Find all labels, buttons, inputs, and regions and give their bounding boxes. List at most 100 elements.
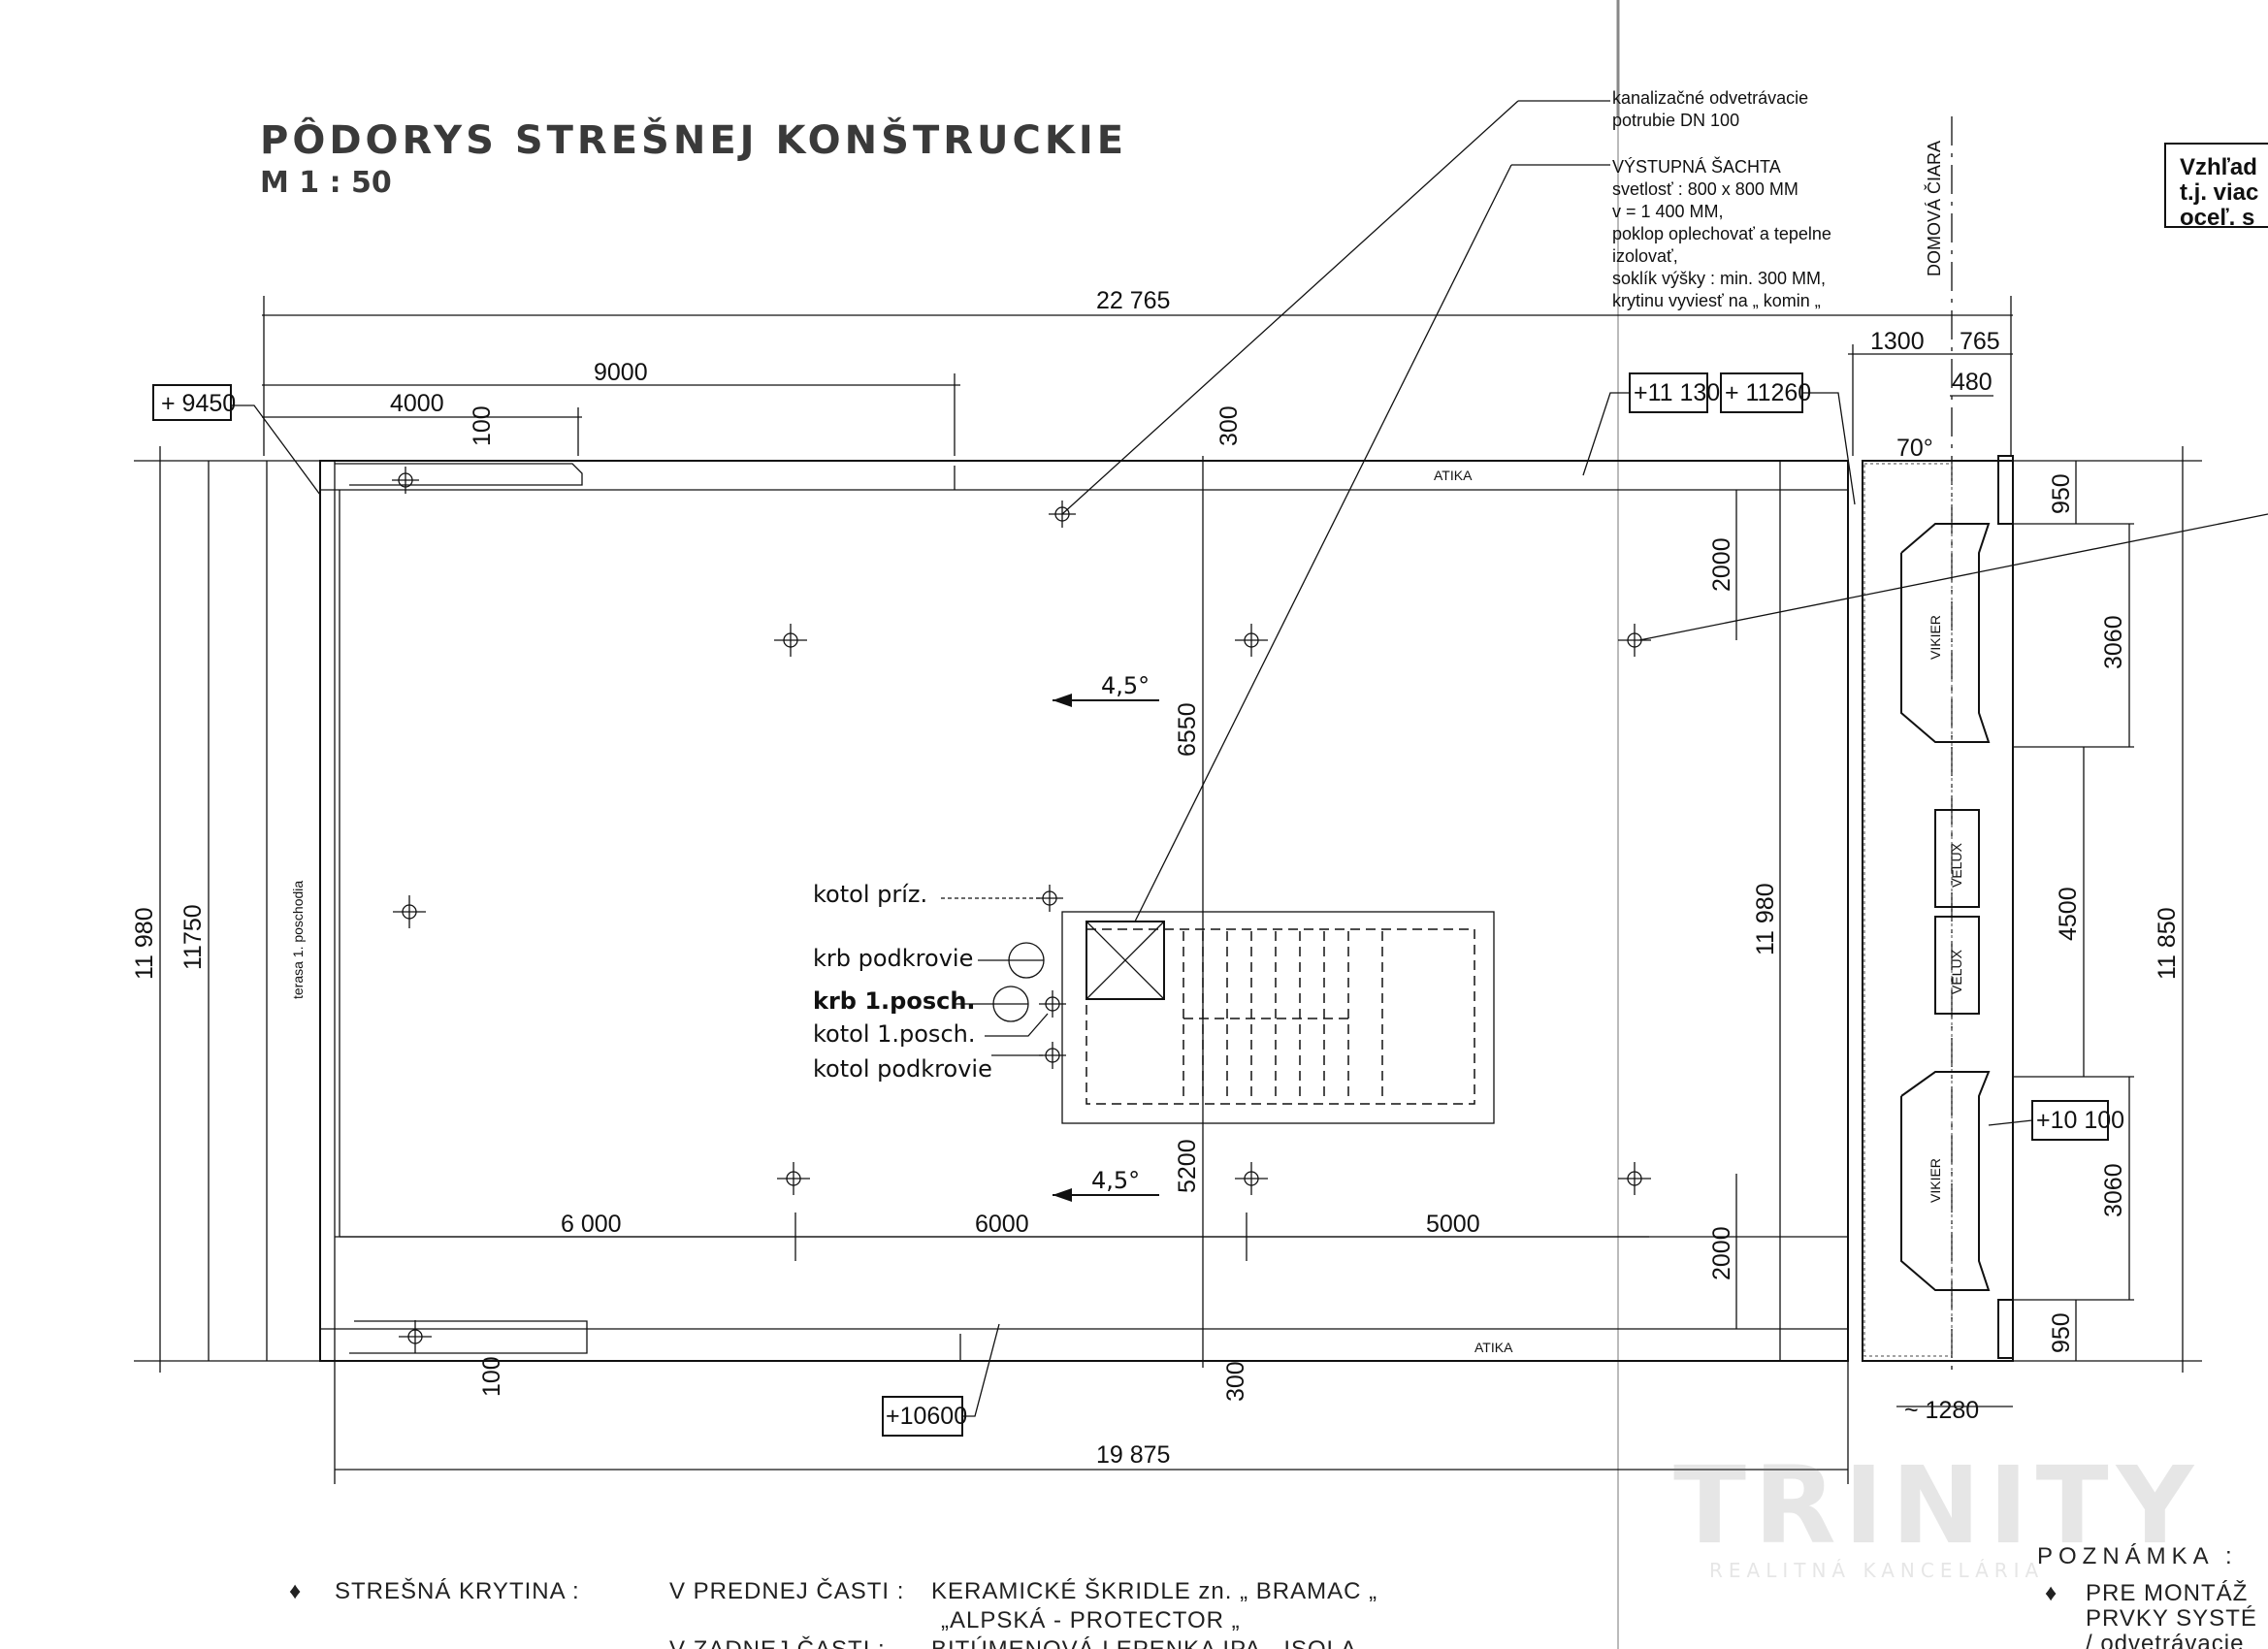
dim-950-top: 950 <box>2048 473 2075 514</box>
level-9450-box <box>152 384 232 421</box>
shaft-text-1: VÝSTUPNÁ ŠACHTA <box>1612 156 1781 177</box>
shaft-text-5: izolovať, <box>1612 246 1678 266</box>
chimney-kotol-priz: kotol príz. <box>813 881 927 908</box>
drawing-scale: M 1 : 50 <box>260 166 392 200</box>
atika-label-top: ATIKA <box>1434 468 1473 483</box>
level-9450: + 9450 <box>161 390 236 417</box>
drain-3 <box>774 624 807 657</box>
level-9450-leader <box>231 404 321 496</box>
dim-5000: 5000 <box>1426 1211 1480 1238</box>
level-11260: + 11260 <box>1725 379 1811 406</box>
chimney-kotol-1posch-symbol <box>1039 990 1066 1018</box>
terrace-label: terasa 1. poschodia <box>290 881 306 999</box>
level-10100: +10 100 <box>2036 1107 2124 1134</box>
dim-100-top: 100 <box>469 405 496 446</box>
velux-window-b <box>1934 916 1980 1015</box>
velux-label-a: VELUX <box>1949 842 1964 888</box>
drain-1 <box>392 467 419 494</box>
exit-shaft-cross-b <box>1085 921 1165 1000</box>
level-11130-leader <box>1582 392 1630 476</box>
dim-4500: 4500 <box>2055 887 2082 941</box>
dim-6000-a: 6 000 <box>561 1211 622 1238</box>
drain-7 <box>777 1162 810 1195</box>
left-dimensions: 11 980 11750 <box>131 446 320 1373</box>
dim-11980-left: 11 980 <box>131 907 158 980</box>
chimney-krb-podkrovie-symbol <box>1008 942 1045 979</box>
dim-11850: 11 850 <box>2154 907 2181 980</box>
dim-6550: 6550 <box>1174 702 1201 757</box>
rear-part-label: V ZADNEJ ČASTI : <box>669 1635 886 1649</box>
dim-100-bottom: 100 <box>478 1356 505 1397</box>
dim-300-bottom: 300 <box>1222 1361 1249 1402</box>
slope-arrow-top-head <box>1053 694 1072 707</box>
level-10100-leader <box>1988 1119 2033 1126</box>
front-part-material-2: „ALPSKÁ - PROTECTOR „ <box>941 1607 1241 1633</box>
shaft-callout: VÝSTUPNÁ ŠACHTA svetlosť : 800 x 800 MM … <box>1134 156 1831 922</box>
chimney-kotol-podkrovie-symbol <box>1039 1042 1066 1069</box>
exit-shaft <box>1085 921 1165 1000</box>
dormer-bottom <box>1900 1071 1991 1291</box>
side-note-3: oceľ. s <box>2180 205 2254 231</box>
right-leader-diag <box>1638 513 2268 641</box>
level-11260-leader <box>1802 392 1856 505</box>
slope-arrow-bottom-head <box>1053 1188 1072 1202</box>
dim-5200: 5200 <box>1174 1139 1201 1193</box>
boundary-label: DOMOVÁ ČIARA <box>1924 141 1944 276</box>
shaft-text-3: v = 1 400 MM, <box>1612 202 1724 221</box>
watermark-brand: TRINITY <box>1673 1443 2201 1568</box>
drain-9 <box>1618 1162 1651 1195</box>
slope-arrow-top: 4,5° <box>1053 672 1159 707</box>
chimney-krb-1posch-symbol <box>992 986 1029 1022</box>
chimney-krb-podkrovie: krb podkrovie <box>813 945 973 972</box>
dim-2000-top: 2000 <box>1708 537 1735 592</box>
chimney-kotol-podkrovie: kotol podkrovie <box>813 1055 992 1083</box>
roof-angle: 70° <box>1896 435 1933 462</box>
chimney-kotol-1posch: kotol 1.posch. <box>813 1020 975 1048</box>
dim-1300: 1300 <box>1870 328 1925 355</box>
vent-pipe-text-1: kanalizačné odvetrávacie <box>1612 88 1808 108</box>
shaft-text-7: krytinu vyviesť na „ komin „ <box>1612 291 1821 310</box>
vent-pipe-text-2: potrubie DN 100 <box>1612 111 1739 130</box>
vent-pipe-callout: kanalizačné odvetrávacie potrubie DN 100 <box>1061 88 1808 515</box>
rear-roof-outline <box>1862 460 2014 1362</box>
poznamka-line-1: PRE MONTÁŽ <box>2086 1580 2248 1606</box>
side-note-1: Vzhľad <box>2180 154 2257 180</box>
drain-8 <box>1235 1162 1268 1195</box>
chimney-legend: kotol príz. krb podkrovie krb 1.posch. k… <box>813 881 1066 1083</box>
dim-11980-mid: 11 980 <box>1752 883 1779 955</box>
poznamka-line-2: PRVKY SYSTÉ <box>2086 1605 2257 1632</box>
stair-inner <box>1085 928 1475 1105</box>
dormer-top <box>1900 523 1991 743</box>
shaft-text-4: poklop oplechovať a tepelne <box>1612 224 1831 243</box>
watermark-sub: REALITNÁ KANCELÁRIA <box>1709 1559 2044 1582</box>
dim-2000-bot: 2000 <box>1708 1226 1735 1280</box>
drain-6 <box>393 895 426 928</box>
shaft-text-2: svetlosť : 800 x 800 MM <box>1612 179 1798 199</box>
stair-outer <box>1061 911 1495 1124</box>
drain-4 <box>1235 624 1268 657</box>
roofing-label: STREŠNÁ KRYTINA : <box>335 1577 580 1604</box>
slope-bottom-label: 4,5° <box>1091 1167 1140 1194</box>
poznamka-notes: POZNÁMKA : ♦ PRE MONTÁŽ PRVKY SYSTÉ / od… <box>2037 1543 2257 1649</box>
dim-950-bot: 950 <box>2048 1312 2075 1353</box>
drain-10 <box>399 1320 432 1353</box>
dormer-top-label: VIKIER <box>1928 615 1943 660</box>
dim-765: 765 <box>1960 328 2000 355</box>
velux-window-a <box>1934 809 1980 908</box>
dim-11750: 11750 <box>179 904 207 970</box>
chimney-kotol-priz-symbol <box>1036 885 1063 912</box>
right-dimensions: 950 3060 4500 3060 950 11 850 <box>1638 446 2268 1373</box>
drain-5 <box>1618 624 1651 657</box>
dim-1280: ~ 1280 <box>1904 1397 1979 1424</box>
staircase-area <box>1061 911 1495 1124</box>
dim-total-bottom: 19 875 <box>1096 1441 1170 1469</box>
level-10600-leader <box>962 1323 1000 1417</box>
chimney-kotol-1posch-leader <box>985 1013 1049 1037</box>
dim-6000-b: 6000 <box>975 1211 1029 1238</box>
dormer-bottom-label: VIKIER <box>1928 1158 1943 1203</box>
dim-4000: 4000 <box>390 390 444 417</box>
parapet-step-bottom-left <box>349 1320 588 1354</box>
chimney-krb-1posch: krb 1.posch. <box>813 987 976 1015</box>
poznamka-title: POZNÁMKA : <box>2037 1543 2238 1569</box>
